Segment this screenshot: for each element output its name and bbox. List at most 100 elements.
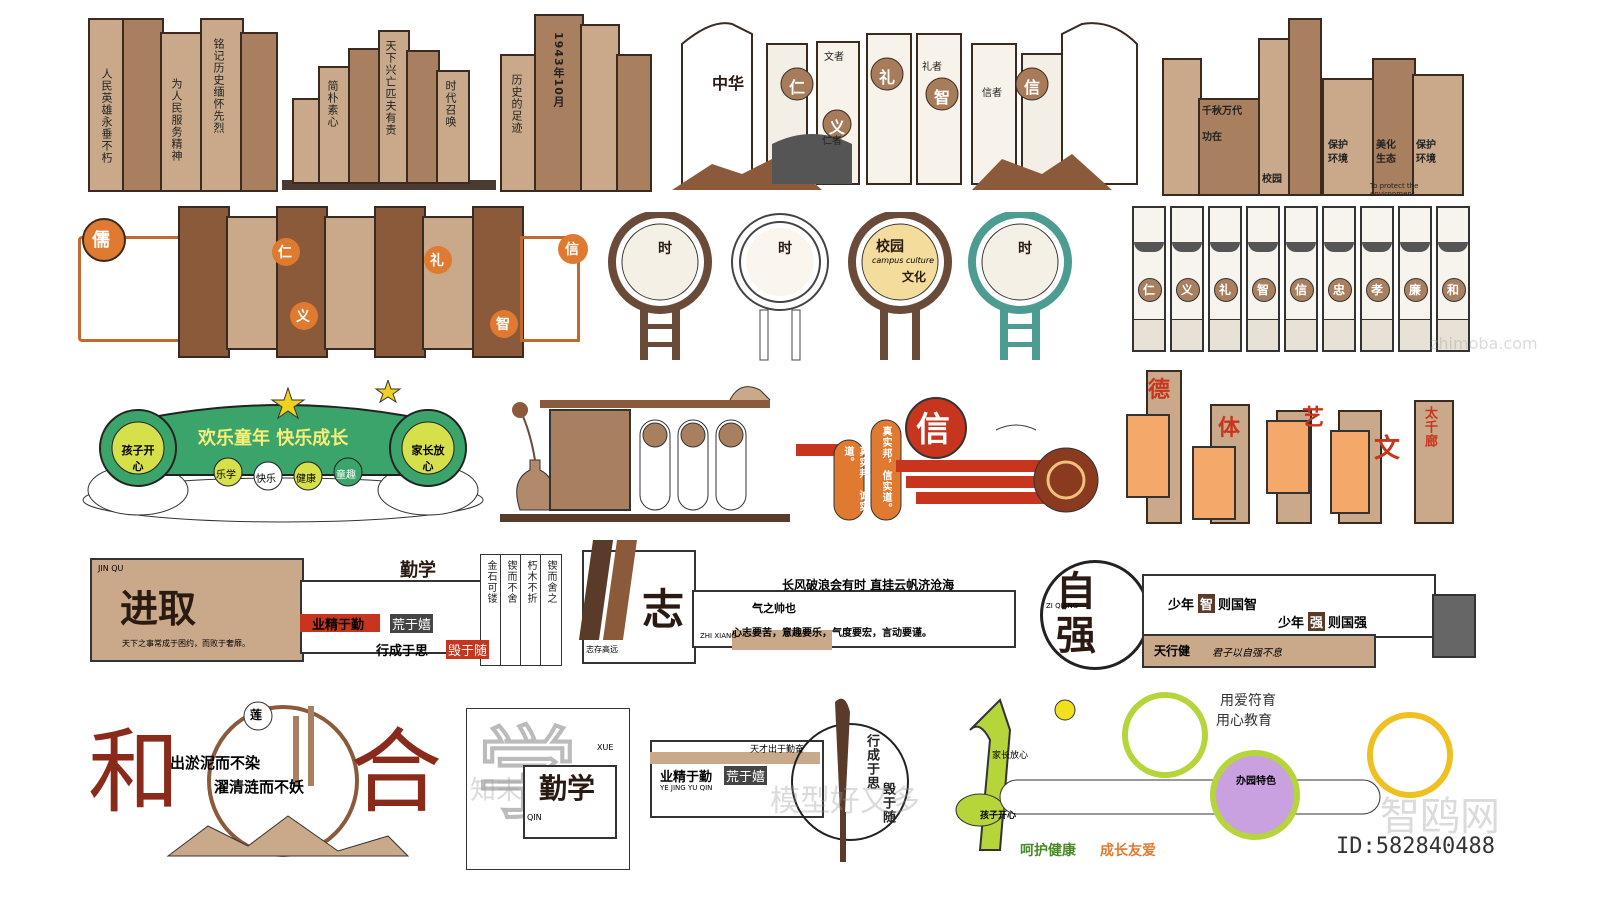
zhi-text: 心志要苦，意趣要乐，气度要宏，言动要谨。 bbox=[732, 628, 932, 639]
yejing-right2: 毁于随 bbox=[880, 782, 895, 824]
slim-board: 智 bbox=[1246, 206, 1280, 352]
panel-wood-columns-1: 人民英雄永垂不朽 为人民服务精神 铭记历史缅怀先烈 bbox=[88, 18, 278, 192]
slim-board: 忠 bbox=[1322, 206, 1356, 352]
slim-board-char: 礼 bbox=[1219, 283, 1232, 297]
panel-round-signs: 时 时 校园 campus culture 文化 时 bbox=[608, 212, 1078, 362]
slim-board: 仁 bbox=[1132, 206, 1166, 352]
gate-label-3: 礼者 bbox=[922, 62, 942, 73]
ti-char: 体 bbox=[1218, 415, 1241, 441]
round-sign-3-en: campus culture bbox=[872, 256, 935, 265]
gate-label-2: 文者 bbox=[824, 52, 844, 63]
panel-slim-boards: 仁义礼 智 信 忠 孝 廉和 bbox=[1132, 206, 1484, 356]
yejing-top: 天才出于勤奋 bbox=[750, 745, 805, 755]
panel-environment: 千秋万代 功在 保护 环境 美化 生态 校园 保护 环境 To protect … bbox=[1162, 18, 1464, 198]
panel-hehe: 和 合 莲 出淤泥而不染 濯清涟而不妖 bbox=[88, 696, 442, 866]
qinxue-sub1: XUE bbox=[597, 743, 614, 752]
gate-label-4: 信者 bbox=[982, 88, 1002, 99]
ziqiang-foot2: 君子以自强不息 bbox=[1212, 648, 1282, 659]
panel-happy-childhood: 欢乐童年 快乐成长 孩子开心 家长放心 乐学 快乐 健康 童趣 bbox=[78, 380, 488, 524]
gate-char-5: 智 bbox=[934, 88, 951, 107]
lotus-line2: 濯清涟而不妖 bbox=[214, 778, 305, 796]
panel-wood-columns-3: 1943年10月 历史的足迹 bbox=[500, 14, 652, 192]
panel-jinqu: JIN QU 进取 天下之事常成于困约，而败于奢靡。 业精于勤 荒于嬉 行成于思… bbox=[90, 554, 570, 674]
jinqu-col-3: 朽木不折 bbox=[525, 560, 536, 604]
panel-qinxue: 学 勤学 XUE QIN bbox=[466, 708, 630, 870]
slim-board-char: 智 bbox=[1257, 283, 1270, 297]
slim-board-char: 信 bbox=[1295, 283, 1308, 297]
zhi-foot: 志存高远 bbox=[586, 645, 618, 654]
slim-board: 孝 bbox=[1360, 206, 1394, 352]
lotus-line1: 出淤泥而不染 bbox=[170, 754, 261, 772]
jinqu-line1: 业精于勤 bbox=[312, 618, 365, 633]
gate-char-3: 义 bbox=[829, 118, 846, 137]
jinqu-line2b: 毁于随 bbox=[446, 640, 490, 659]
gate-char-2: 仁 bbox=[789, 78, 806, 97]
env-text-6: 生态 bbox=[1376, 154, 1396, 165]
ziqiang-l1c: 则国智 bbox=[1218, 598, 1258, 613]
yejing-line1b: 荒于嬉 bbox=[724, 766, 768, 785]
bubble-1: 乐学 bbox=[216, 470, 236, 481]
panel-yejing: 天才出于勤奋 业精于勤 荒于嬉 YE JING YU QIN 行成于思 毁于随 bbox=[650, 692, 910, 872]
de-char: 德 bbox=[1148, 377, 1171, 403]
slim-board-char: 孝 bbox=[1371, 283, 1384, 297]
panel-xin: 信 真实邦，诚实道。 真实邦，信实道。 bbox=[796, 380, 1116, 530]
jinqu-line1b: 荒于嬉 bbox=[390, 614, 434, 633]
slim-board: 义 bbox=[1170, 206, 1204, 352]
gate-label-1: 仁者 bbox=[822, 136, 842, 147]
panel-zhi: 志 长风破浪会有时 直挂云帆济沧海 气之帅也 心志要苦，意趣要乐，气度要宏，言动… bbox=[578, 540, 1022, 674]
slim-board: 和 bbox=[1436, 206, 1470, 352]
ziqiang-l2a: 少年 bbox=[1278, 616, 1305, 631]
ziqiang-sub: ZI QIANG bbox=[1046, 602, 1079, 610]
round-sign-4: 时 bbox=[1018, 241, 1032, 257]
env-text-8: 保护 bbox=[1416, 140, 1436, 151]
env-text-9: 环境 bbox=[1416, 154, 1436, 165]
round-sign-1: 时 bbox=[658, 241, 672, 257]
confucian-char-main: 儒 bbox=[92, 230, 110, 251]
slim-board: 信 bbox=[1284, 206, 1318, 352]
jinqu-qin: 勤学 bbox=[400, 560, 436, 581]
round-sign-3: 校园 bbox=[876, 239, 904, 255]
panel-confucian-screens: 儒 仁 义 礼 智 信 bbox=[78, 206, 588, 358]
ziqiang-l1a: 少年 bbox=[1168, 598, 1195, 613]
env-text-7: 校园 bbox=[1262, 174, 1282, 185]
slim-board-char: 仁 bbox=[1143, 283, 1156, 297]
jinqu-col-4: 锲而舍之 bbox=[545, 560, 556, 604]
env-text-2: 功在 bbox=[1202, 132, 1222, 143]
he-char-right: 合 bbox=[350, 719, 443, 826]
gate-char-4: 礼 bbox=[879, 68, 896, 87]
slim-board-char: 忠 bbox=[1333, 283, 1346, 297]
slim-board: 廉 bbox=[1398, 206, 1432, 352]
qinxue-title: 勤学 bbox=[539, 772, 596, 805]
kg-left2: 孩子开心 bbox=[980, 811, 1017, 821]
yejing-right1: 行成于思 bbox=[864, 734, 879, 790]
yi-char: 艺 bbox=[1302, 405, 1325, 431]
confucian-char-2: 义 bbox=[296, 309, 310, 325]
he-char-left: 和 bbox=[88, 719, 181, 826]
gate-char-6: 信 bbox=[1024, 78, 1041, 97]
env-text-3: 保护 bbox=[1328, 140, 1348, 151]
zhi-top: 长风破浪会有时 直挂云帆济沧海 bbox=[782, 578, 955, 592]
bubble-3: 健康 bbox=[296, 474, 316, 485]
panel-chinese-gate: 中华 仁 义 礼 智 信 仁者 文者 礼者 信者 bbox=[672, 14, 1142, 192]
ziqiang-title: 自强 bbox=[1056, 568, 1096, 659]
slim-board-char: 廉 bbox=[1409, 283, 1422, 297]
env-text-5: 美化 bbox=[1376, 140, 1396, 151]
xin-left-1: 真实邦，诚实道。 bbox=[842, 446, 868, 512]
confucian-char-4: 智 bbox=[496, 317, 510, 333]
happy-title: 欢乐童年 快乐成长 bbox=[198, 428, 349, 449]
gate-char-1: 中华 bbox=[712, 74, 745, 93]
kg-top1: 用爱符育 bbox=[1220, 693, 1276, 709]
panel-kindergarten: 用爱符育 用心教育 家长放心 孩子开心 办园特色 呵护健康 成长友爱 bbox=[940, 680, 1480, 866]
kg-top2: 用心教育 bbox=[1216, 713, 1272, 729]
jinqu-sub: JIN QU bbox=[98, 564, 124, 573]
ziqiang-l2c: 则国强 bbox=[1328, 616, 1368, 631]
panel-ziqiang: 自强 ZI QIANG 少年 智 则国智 少年 强 则国强 天行健 君子以自强不… bbox=[1032, 554, 1480, 674]
jinqu-col-2: 锲而不舍 bbox=[505, 560, 516, 604]
kg-foot1: 呵护健康 bbox=[1020, 843, 1076, 859]
confucian-char-1: 仁 bbox=[278, 245, 292, 261]
slim-board: 礼 bbox=[1208, 206, 1242, 352]
id-label: ID:582840488 bbox=[1336, 834, 1495, 859]
jinqu-title: 进取 bbox=[120, 586, 197, 631]
yejing-sub: YE JING YU QIN bbox=[660, 784, 713, 792]
confucian-char-3: 礼 bbox=[430, 253, 444, 269]
